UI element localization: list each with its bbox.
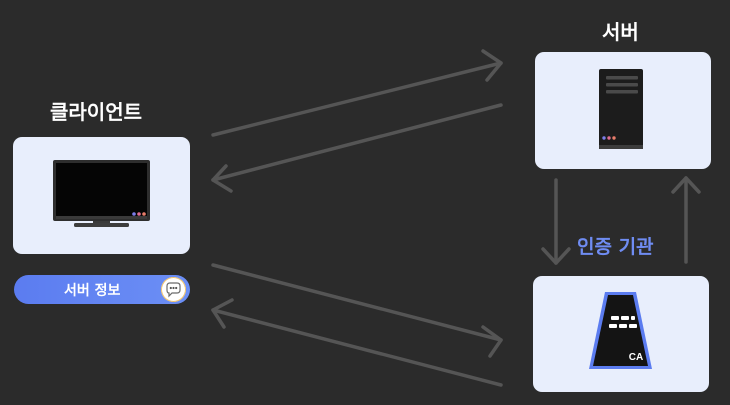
monitor-icon (53, 160, 150, 227)
server-card (535, 52, 711, 169)
server-tower-icon (599, 69, 643, 149)
arrow-ca-to-client (211, 298, 503, 387)
arrow-ca-to-server (671, 176, 701, 264)
server-label: 서버 (602, 20, 639, 44)
arrow-server-to-ca (541, 178, 571, 265)
ca-emblem-text: CA (629, 352, 643, 363)
arrow-client-to-ca (211, 263, 503, 358)
arrow-client-to-server (211, 49, 503, 137)
server-info-badge: 서버 정보 (14, 275, 190, 304)
server-info-text: 서버 정보 (64, 283, 121, 299)
authority-label: 인증 기관 (577, 236, 654, 258)
certificate-authority-icon: CA (589, 292, 652, 369)
arrow-server-to-client (211, 103, 503, 193)
client-card (13, 137, 190, 254)
authority-card: CA (533, 276, 709, 392)
speech-bubble-icon (161, 277, 186, 302)
client-label: 클라이언트 (50, 100, 142, 124)
